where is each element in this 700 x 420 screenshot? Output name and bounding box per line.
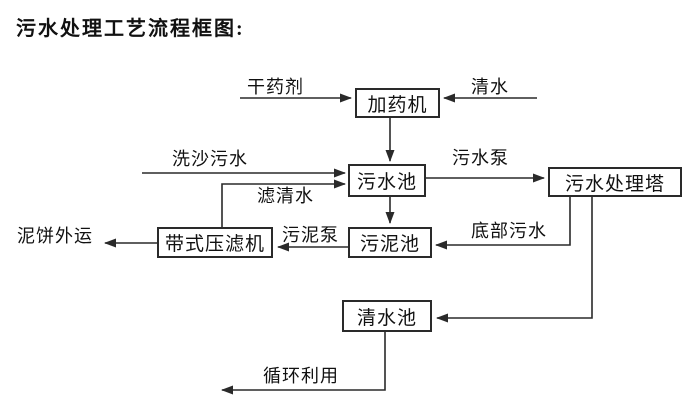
label-bottom-sewage: 底部污水	[471, 221, 547, 241]
label-dry-chemical: 干药剂	[247, 77, 304, 97]
node-clear-water-pool: 清水池	[342, 300, 432, 332]
label-filtered-clear-water: 滤清水	[257, 186, 314, 206]
label-recycle-use: 循环利用	[263, 366, 339, 386]
diagram-title: 污水处理工艺流程框图:	[16, 18, 245, 40]
node-dosing-machine: 加药机	[355, 88, 440, 118]
label-clear-water: 清水	[471, 77, 509, 97]
label-sludge-pump: 污泥泵	[282, 225, 339, 245]
edge-filtered-water-to-sewage-pool	[221, 179, 346, 227]
edge-clear-water-pool-to-recycle	[221, 332, 386, 395]
node-sludge-pool: 污泥池	[348, 227, 432, 258]
label-sewage-pump: 污水泵	[452, 148, 509, 168]
edge-tower-to-clear-water-pool	[436, 197, 593, 323]
edge-bottom-sewage-to-sludge-pool	[435, 197, 571, 250]
label-sand-washing-sewage: 洗沙污水	[172, 149, 248, 169]
node-sewage-pool: 污水池	[348, 164, 426, 197]
node-treatment-tower: 污水处理塔	[548, 167, 682, 197]
node-belt-filter-press: 带式压滤机	[157, 227, 273, 258]
label-mud-cake-outbound: 泥饼外运	[17, 226, 93, 246]
